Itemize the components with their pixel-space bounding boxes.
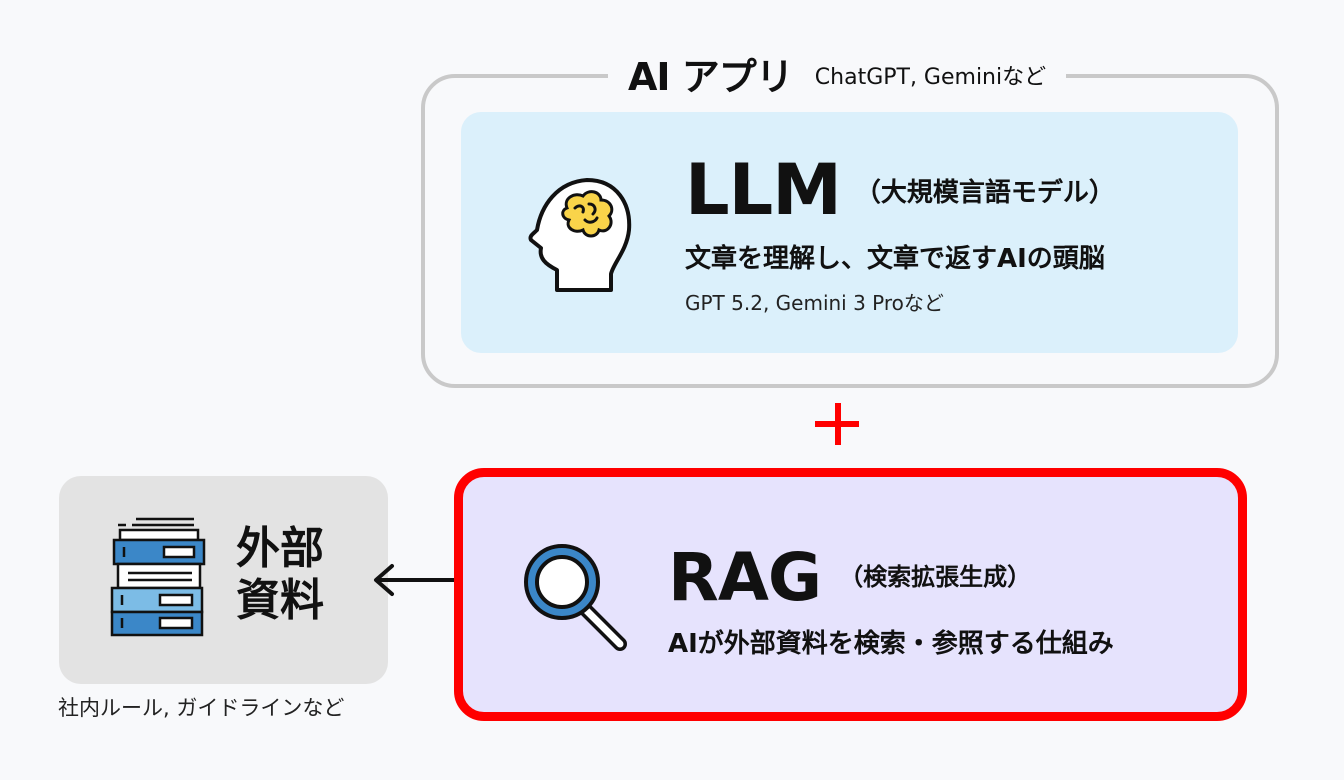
brain-head-icon [528, 178, 632, 292]
llm-examples: GPT 5.2, Gemini 3 Proなど [685, 291, 944, 315]
rag-description: AIが外部資料を検索・参照する仕組み [668, 629, 1114, 659]
rag-heading: RAG （検索拡張生成） [668, 538, 1031, 618]
plus-icon [815, 403, 859, 447]
external-docs-card [59, 476, 388, 684]
external-docs-title: 外部資料 [236, 523, 324, 626]
ai-app-title: AI アプリ [628, 54, 794, 99]
external-docs-caption: 社内ルール, ガイドラインなど [58, 696, 345, 720]
document-stack-icon [110, 517, 206, 637]
llm-subtitle: （大規模言語モデル） [854, 177, 1115, 208]
magnifier-icon [524, 544, 627, 651]
llm-title: LLM [685, 149, 842, 231]
ai-app-header: AI アプリ ChatGPT, Geminiなど [608, 48, 1067, 99]
llm-heading: LLM （大規模言語モデル） [685, 150, 1115, 230]
rag-title: RAG [668, 539, 822, 616]
ai-app-examples: ChatGPT, Geminiなど [814, 65, 1047, 90]
llm-description: 文章を理解し、文章で返すAIの頭脳 [685, 244, 1105, 274]
rag-subtitle: （検索拡張生成） [839, 562, 1032, 591]
